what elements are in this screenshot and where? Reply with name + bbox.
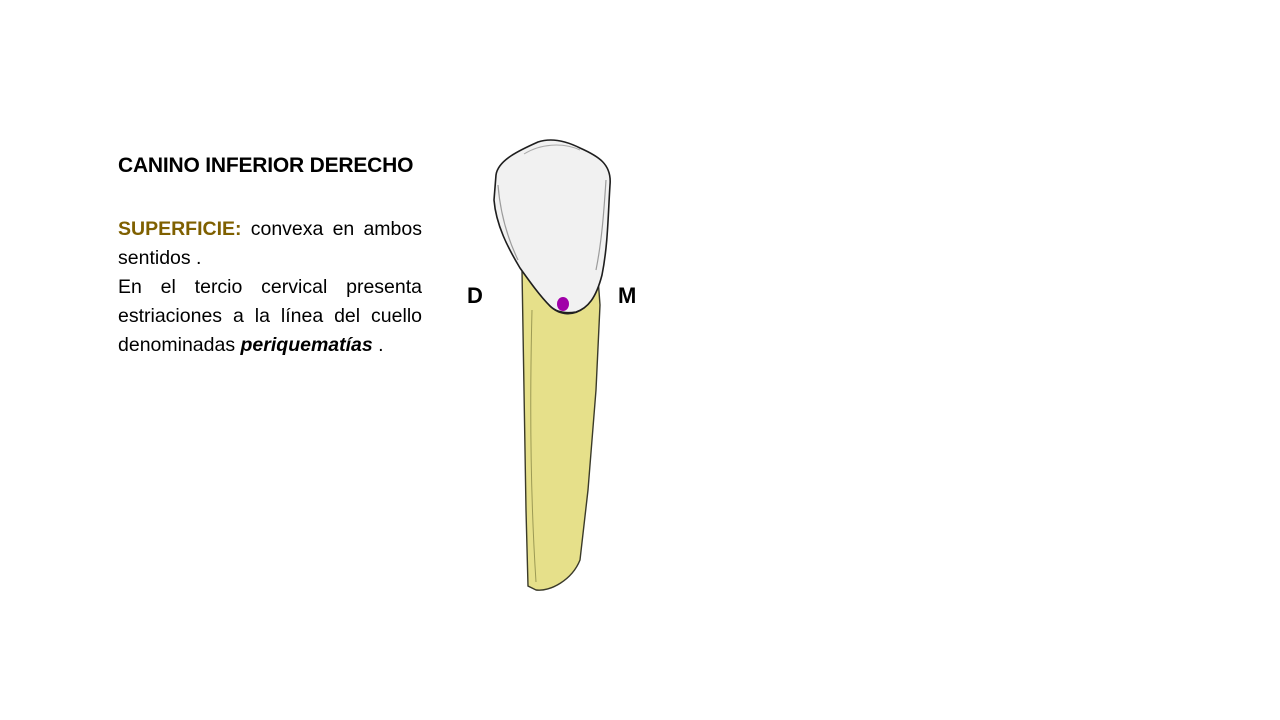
cervical-text: En el tercio cervical presenta estriacio…: [118, 276, 422, 356]
root-contour-line: [530, 309, 537, 583]
crown-shading-right: [595, 179, 607, 271]
mesial-label: M: [618, 283, 637, 308]
marker-dot: [557, 297, 569, 311]
tooth-illustration: [493, 139, 611, 591]
crown-shading-left: [497, 184, 519, 261]
superficie-paragraph: SUPERFICIE: convexa en ambos sentidos .: [118, 215, 422, 273]
cervical-text-end: .: [372, 334, 384, 356]
tooth-root: [521, 269, 601, 591]
crown-shading-top: [523, 144, 581, 155]
description: SUPERFICIE: convexa en ambos sentidos . …: [118, 215, 422, 360]
slide-title: CANINO INFERIOR DERECHO: [118, 154, 414, 177]
cervical-paragraph: En el tercio cervical presenta estriacio…: [118, 273, 422, 360]
tooth-crown: [493, 139, 611, 314]
superficie-label: SUPERFICIE:: [118, 218, 242, 240]
distal-label: D: [467, 283, 483, 308]
cervical-line: [549, 305, 585, 315]
periquematias-term: periquematías: [240, 334, 373, 356]
superficie-text: convexa en ambos sentidos .: [118, 218, 422, 269]
